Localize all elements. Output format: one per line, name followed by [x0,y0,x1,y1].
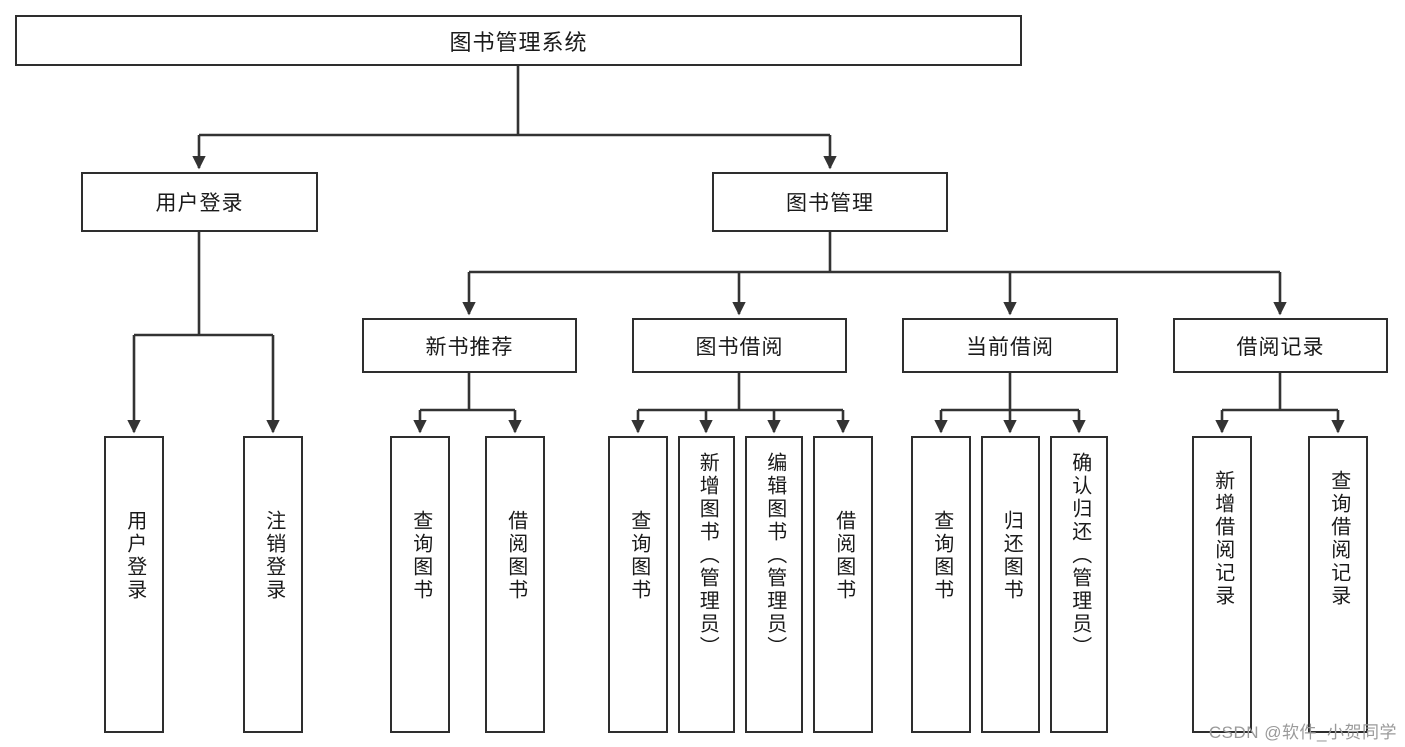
node-borrowing-record[interactable]: 借阅记录 [1173,318,1388,373]
leaf-current-query-book[interactable]: 查询图书 [911,436,971,733]
leaf-recommend-borrow-book[interactable]: 借阅图书 [485,436,545,733]
leaf-borrow-add-book-admin[interactable]: 新增图书（管理员） [678,436,735,733]
leaf-user-login[interactable]: 用户登录 [104,436,164,733]
node-label: 新书推荐 [425,335,514,359]
node-label: 图书管理 [786,192,874,215]
node-current-borrowing[interactable]: 当前借阅 [902,318,1118,373]
leaf-recommend-query-book[interactable]: 查询图书 [390,436,450,733]
node-user-login[interactable]: 用户登录 [81,172,318,232]
node-label: 查询图书 [930,510,953,602]
leaf-borrow-query-book[interactable]: 查询图书 [608,436,668,733]
node-label: 编辑图书（管理员） [763,452,786,659]
node-label: 图书管理系统 [449,29,588,55]
node-label: 归还图书 [1000,510,1023,602]
node-label: 图书借阅 [695,335,784,359]
node-book-management[interactable]: 图书管理 [712,172,948,232]
leaf-current-return-book[interactable]: 归还图书 [981,436,1040,733]
leaf-user-logout[interactable]: 注销登录 [243,436,303,733]
leaf-record-add-borrow-record[interactable]: 新增借阅记录 [1192,436,1252,733]
leaf-borrow-borrow-book[interactable]: 借阅图书 [813,436,873,733]
node-label: 查询图书 [627,510,650,602]
node-label: 确认归还（管理员） [1068,452,1091,659]
node-label: 查询图书 [409,510,432,602]
leaf-borrow-edit-book-admin[interactable]: 编辑图书（管理员） [745,436,803,733]
node-root-book-management-system[interactable]: 图书管理系统 [15,15,1022,66]
leaf-current-confirm-return-admin[interactable]: 确认归还（管理员） [1050,436,1108,733]
node-label: 借阅图书 [832,510,855,602]
node-label: 新增借阅记录 [1211,470,1234,608]
node-label: 借阅图书 [504,510,527,602]
node-label: 用户登录 [123,510,146,602]
node-label: 借阅记录 [1236,335,1325,359]
node-label: 新增图书（管理员） [696,452,719,659]
node-book-borrowing[interactable]: 图书借阅 [632,318,847,373]
node-label: 查询借阅记录 [1327,470,1350,608]
csdn-watermark: CSDN @软件_小贺同学 [1208,723,1397,742]
node-label: 用户登录 [155,192,244,215]
node-label: 注销登录 [262,510,285,602]
node-label: 当前借阅 [966,335,1054,359]
node-new-book-recommendation[interactable]: 新书推荐 [362,318,577,373]
leaf-record-query-borrow-record[interactable]: 查询借阅记录 [1308,436,1368,733]
